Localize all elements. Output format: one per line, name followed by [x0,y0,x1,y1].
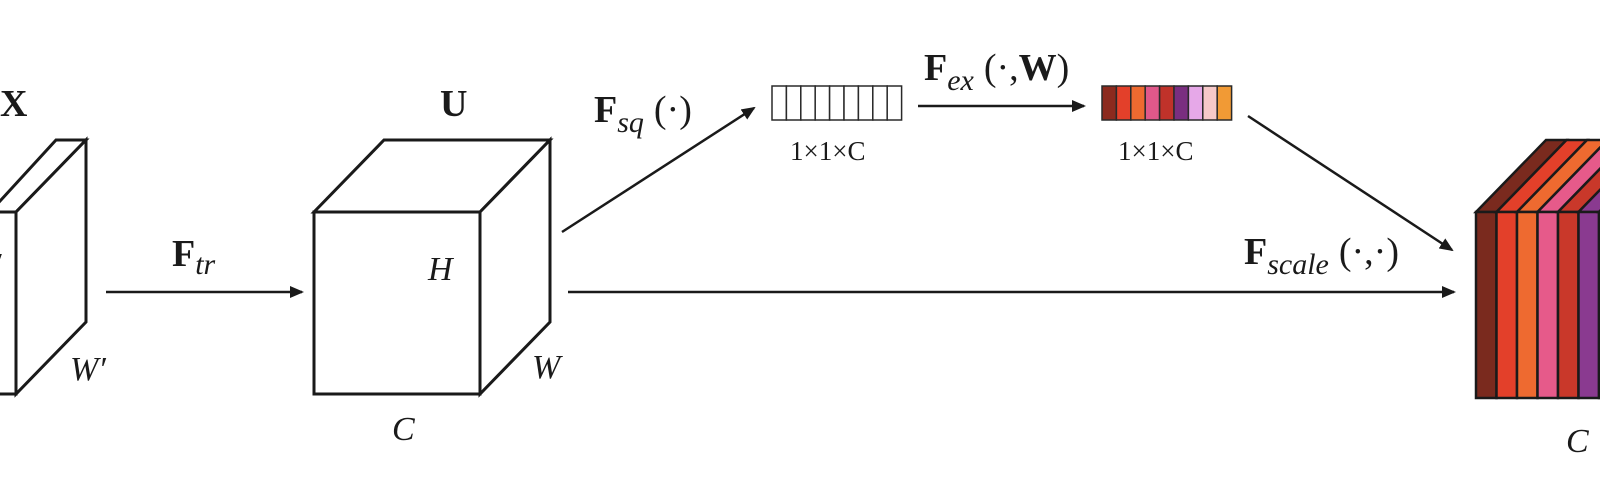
u-label: U [440,83,467,125]
excitation-cell [1202,85,1218,121]
excitation-vector [1101,85,1233,121]
w-prime-label: W′ [70,351,106,388]
squeeze-cell [800,85,816,121]
u-c-label: C [392,411,415,448]
excitation-cell [1101,85,1118,121]
excitation-cell [1144,85,1161,121]
fex-label: Fex(·,W) [924,47,1069,97]
input-tensor-x: X ′ W′ [0,83,106,398]
squeeze-cell [814,85,831,121]
squeeze-cell [785,85,802,121]
excitation-cell [1130,85,1146,121]
u-h-label: H [427,251,455,288]
fsq-arrow [561,106,756,234]
excitation-cell [1115,85,1132,121]
squeeze-cell [828,85,845,121]
fscale-label: Fscale(·,·) [1244,231,1399,281]
output-slice [1536,210,1560,400]
ex-dims-label: 1×1×C [1118,136,1193,166]
ftr-label: Ftr [172,233,216,281]
excitation-cell [1173,85,1190,121]
fex-to-output-arrow [1247,114,1454,252]
output-slice [1474,210,1498,400]
output-slice [1515,210,1539,400]
excitation-cell [1158,85,1175,121]
out-c-label: C [1566,423,1589,460]
h-prime-label: ′ [0,247,2,284]
tensor-u: U H W C [310,83,563,448]
squeeze-cell [886,85,903,121]
u-w-label: W [532,349,563,386]
output-slice [1577,210,1600,400]
squeeze-cell [857,85,874,121]
squeeze-cell [872,85,888,121]
output-slice [1556,210,1580,400]
excitation-cell [1216,85,1233,121]
fsq-label: Fsq(·) [594,89,692,139]
sq-dims-label: 1×1×C [790,136,865,166]
excitation-cell [1187,85,1204,121]
squeeze-cell [843,85,860,121]
squeeze-cell [771,85,788,121]
output-tensor [1473,138,1600,400]
squeeze-vector [771,85,903,121]
output-slice [1495,210,1519,400]
x-label: X [0,83,27,125]
